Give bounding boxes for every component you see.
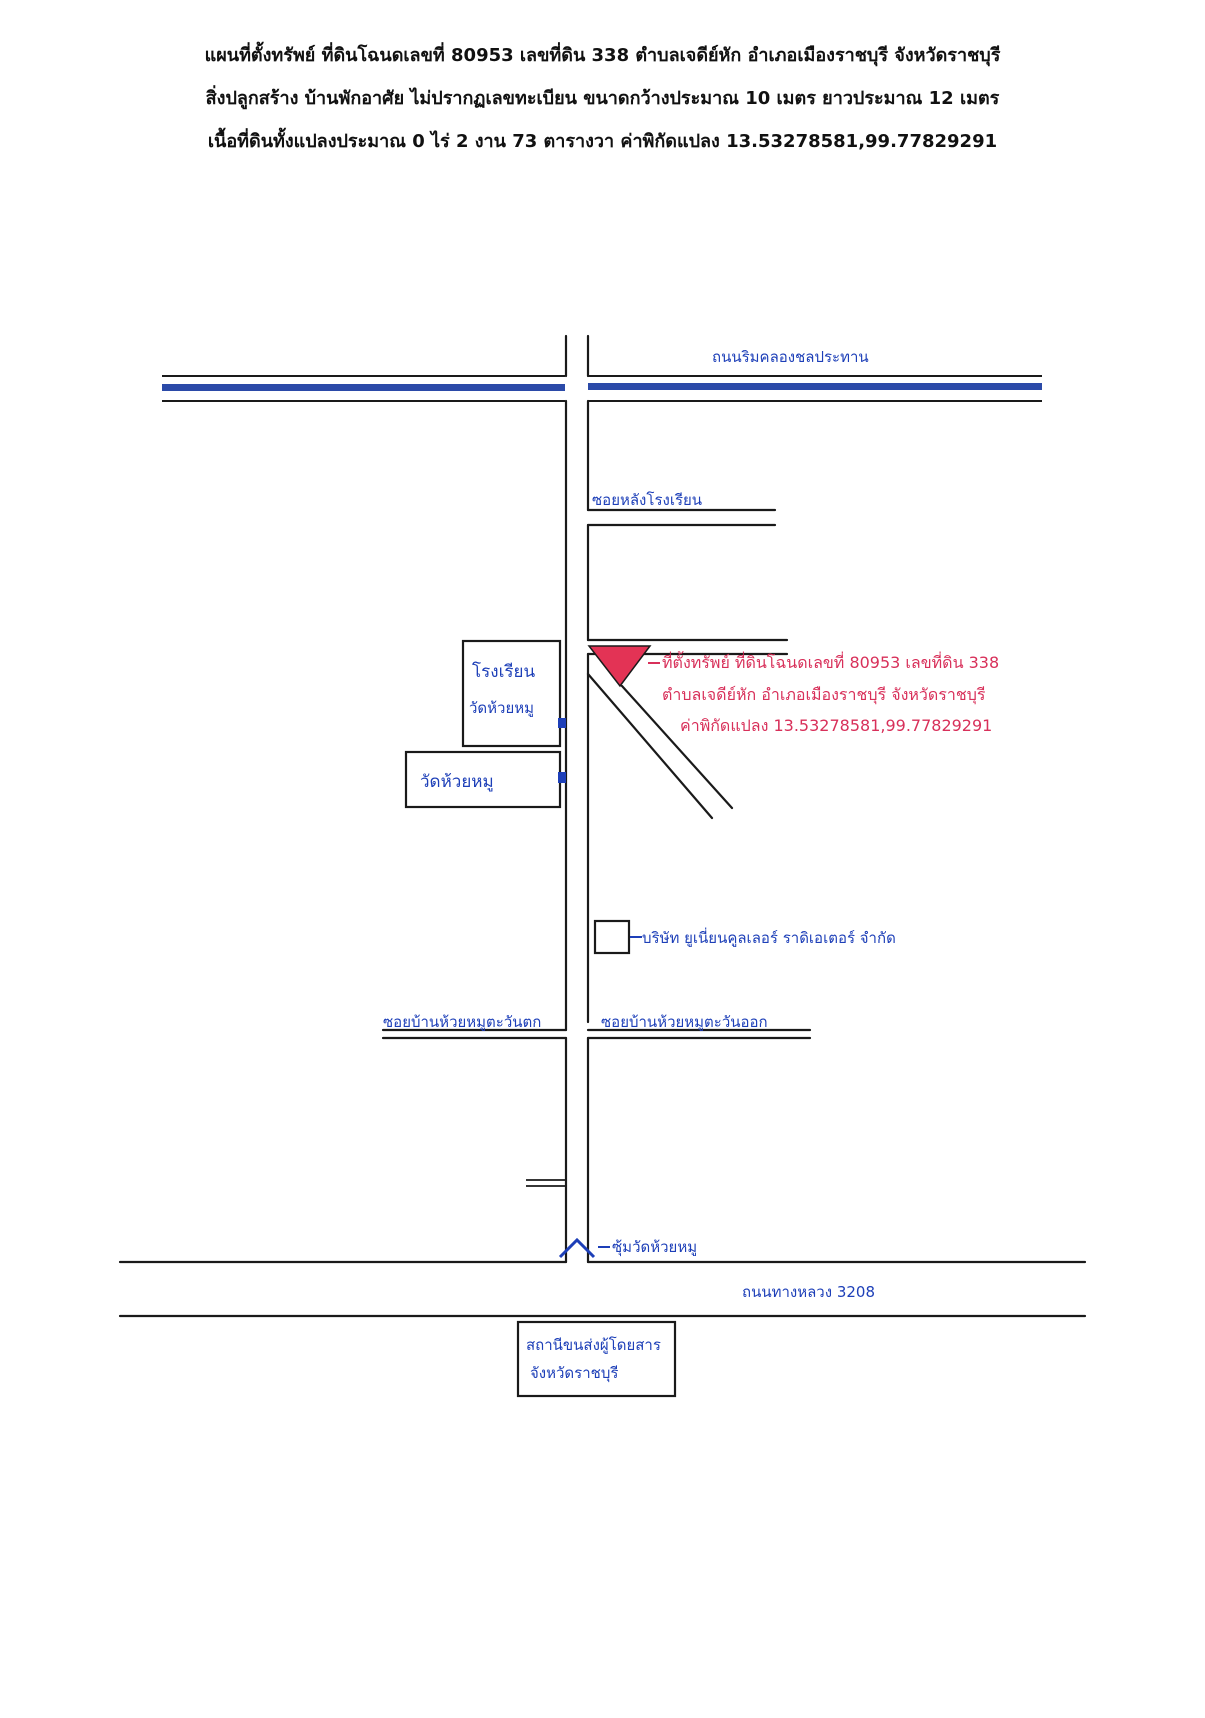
property-label-line-1: ที่ตั้งทรัพย์ ที่ดินโฉนดเลขที่ 80953 เลข… [662, 651, 999, 672]
highway-label: ถนนทางหลวง 3208 [742, 1283, 875, 1301]
company-label: บริษัท ยูเนี่ยนคูลเลอร์ ราดิเอเตอร์ จำกั… [642, 927, 896, 947]
soi-behind-school-label: ซอยหลังโรงเรียน [592, 491, 702, 509]
soi-west-label: ซอยบ้านห้วยหมูตะวันตก [383, 1013, 541, 1031]
property-label-line-2: ตำบลเจดีย์หัก อำเภอเมืองราชบุรี จังหวัดร… [662, 685, 986, 705]
school-gate-icon [558, 718, 566, 728]
main-road [564, 334, 590, 1264]
canal-road [162, 375, 1042, 402]
bus-station-line-1: สถานีขนส่งผู้โดยสาร [526, 1336, 661, 1354]
school-name-1: โรงเรียน [472, 661, 535, 682]
small-stub [526, 1179, 566, 1187]
school-box [461, 639, 562, 748]
highway [118, 1260, 1087, 1318]
arch-icon [558, 1237, 596, 1259]
header-line-1: แผนที่ตั้งทรัพย์ ที่ดินโฉนดเลขที่ 80953 … [204, 45, 1001, 66]
temple-label: วัดห้วยหมู [420, 772, 494, 792]
canal-road-label: ถนนริมคลองชลประทาน [712, 348, 869, 366]
temple-gate-icon [558, 772, 566, 783]
school-name-2: วัดห้วยหมู [469, 699, 534, 717]
arch-label: ซุ้มวัดห้วยหมู [612, 1238, 697, 1257]
company-box [593, 919, 631, 955]
soi-east-label: ซอยบ้านห้วยหมูตะวันออก [601, 1013, 768, 1031]
property-marker [587, 645, 652, 688]
header-line-2: สิ่งปลูกสร้าง บ้านพักอาศัย ไม่ปรากฏเลขทะ… [205, 88, 1000, 109]
property-label-line-3: ค่าพิกัดแปลง 13.53278581,99.77829291 [680, 716, 992, 735]
bus-station-box [516, 1320, 677, 1398]
bus-station-line-2: จังหวัดราชบุรี [530, 1364, 618, 1383]
header-line-3: เนื้อที่ดินทั้งแปลงประมาณ 0 ไร่ 2 งาน 73… [207, 131, 998, 152]
soi-behind-school [586, 508, 777, 527]
cross-sois [381, 1028, 812, 1040]
